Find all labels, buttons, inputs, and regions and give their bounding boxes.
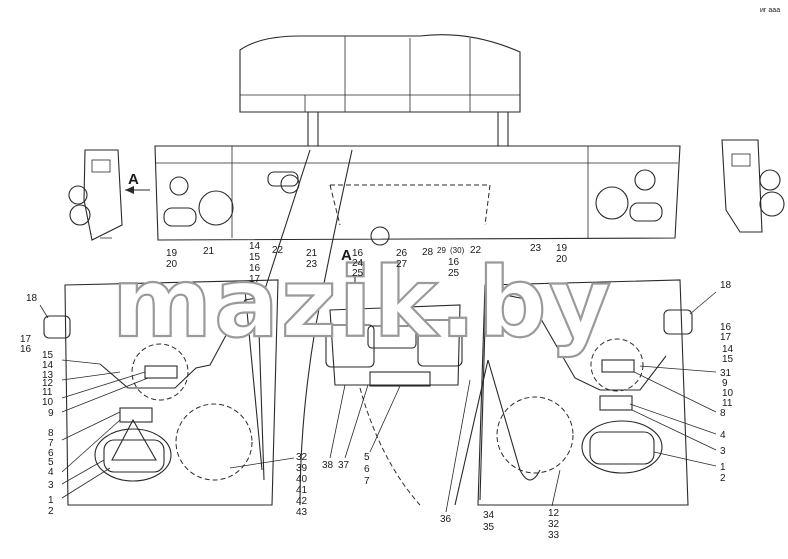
cab-body (239, 34, 521, 146)
callout-label: 15 (722, 354, 734, 365)
callout-label: 27 (396, 259, 408, 270)
callout-label: 3 (720, 446, 726, 457)
callout-label: 14 (249, 241, 261, 252)
watermark-text: mazik.by (112, 247, 613, 359)
callout-label: 20 (556, 254, 568, 265)
lamp-18-right (663, 309, 693, 335)
callout-label: 11 (42, 387, 53, 398)
callout-label: 14 (722, 344, 734, 355)
callout-label: 16 (448, 257, 460, 268)
callout-label: 23 (306, 259, 318, 270)
lamp-18-left (43, 315, 71, 339)
callout-label: 8 (720, 408, 726, 419)
callout-label: 42 (296, 496, 308, 507)
callout-label: 8 (48, 428, 54, 439)
callout-label: 18 (26, 293, 38, 304)
callout-label: (30) (450, 246, 465, 255)
callout-label: 31 (720, 368, 732, 379)
side-lamp-right (721, 139, 785, 233)
callout-label: 14 (42, 360, 54, 371)
callout-label: 18 (720, 280, 732, 291)
callout-label: 16 (20, 344, 32, 355)
view-arrow-a-left: A (125, 171, 150, 194)
callout-label: 12 (548, 508, 560, 519)
callout-label: 35 (483, 522, 495, 533)
callout-label: 2 (48, 506, 54, 517)
callout-label: 3 (48, 480, 54, 491)
callout-label: 24 (352, 258, 364, 269)
callout-label: 41 (296, 485, 308, 496)
callout-label: 26 (396, 248, 408, 259)
bumper-panel (154, 145, 681, 246)
callout-label: 9 (722, 378, 728, 389)
left-panel (64, 279, 279, 506)
callout-label: 19 (556, 243, 568, 254)
wire-harness-center (254, 149, 311, 321)
callout-label: 17 (249, 274, 261, 285)
callout-label: 2 (720, 473, 726, 484)
callout-label: 20 (166, 259, 178, 270)
callout-label: 22 (272, 245, 284, 256)
view-mark-a: A (128, 171, 139, 188)
callout-label: 17 (720, 332, 732, 343)
callout-label: 32 (548, 519, 560, 530)
callout-label: 38 (322, 460, 334, 471)
callout-label: 7 (48, 438, 54, 449)
callout-label: 29 (437, 246, 446, 255)
callout-label: 28 (422, 247, 434, 258)
callout-label: 33 (548, 530, 560, 541)
callout-label: 21 (306, 248, 318, 259)
callout-label: 34 (483, 510, 495, 521)
callout-label: 12 (42, 378, 54, 389)
callout-label: 16 (249, 263, 261, 274)
callout-label: 17 (20, 334, 32, 345)
callout-label: 32 (296, 452, 308, 463)
callout-label: 13 (42, 370, 54, 381)
callout-label: 5 (48, 457, 54, 468)
callout-label: 1 (720, 462, 726, 473)
callout-label: 15 (249, 252, 261, 263)
callout-label: 6 (364, 464, 370, 475)
leader-lines (39, 291, 717, 513)
callout-label: 36 (440, 514, 452, 525)
side-lamp-left (68, 149, 123, 241)
callout-label: 16 (720, 322, 732, 333)
right-panel (454, 279, 689, 506)
corner-mark: иг ааа (760, 7, 780, 14)
callout-label: 10 (42, 397, 54, 408)
wire-harness-left (299, 149, 353, 506)
callout-label: 10 (722, 388, 734, 399)
callout-label: 21 (203, 246, 215, 257)
callout-label: 40 (296, 474, 308, 485)
callout-label: 4 (720, 430, 726, 441)
callout-label: 25 (352, 268, 364, 279)
callout-label: 19 (166, 248, 178, 259)
callout-label: 43 (296, 507, 308, 518)
callout-label: 39 (296, 463, 308, 474)
view-arrow-a-center: A (341, 247, 352, 264)
callout-label: 25 (448, 268, 460, 279)
callout-label: 4 (48, 467, 54, 478)
callout-label: 9 (48, 408, 54, 419)
view-mark-a: A (341, 247, 352, 264)
callout-label: 37 (338, 460, 350, 471)
callout-label: 15 (42, 350, 54, 361)
callout-label: 6 (48, 448, 54, 459)
callout-label: 16 (352, 248, 364, 259)
callout-label: 22 (470, 245, 482, 256)
callout-labels: 19 20 21 14 15 16 17 22 21 23 16 24 25 2… (20, 241, 734, 541)
callout-label: 23 (530, 243, 542, 254)
callout-label: 7 (364, 476, 370, 487)
callout-label: 11 (722, 398, 733, 409)
callout-label: 5 (364, 452, 370, 463)
callout-label: 1 (48, 495, 54, 506)
